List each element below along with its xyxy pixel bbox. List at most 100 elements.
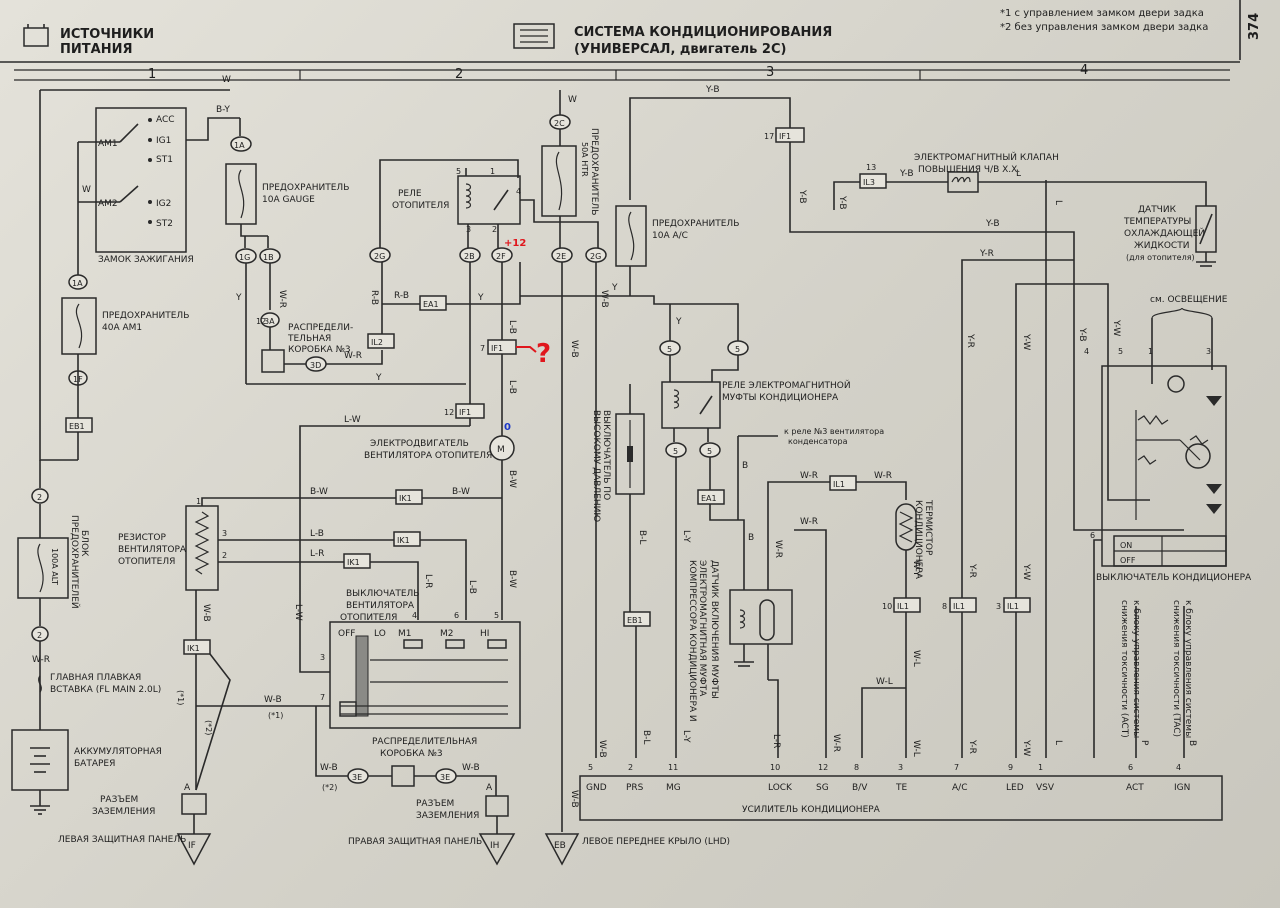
mag-clutch-label2: КОМПРЕССОРА КОНДИЦИОНЕРА И bbox=[687, 560, 697, 722]
wire-label-w1-1: (*1) bbox=[176, 690, 185, 705]
ground-ih bbox=[478, 833, 516, 866]
left-fender-label: ЛЕВОЕ ПЕРЕДНЕЕ КРЫЛО (LHD) bbox=[582, 837, 730, 847]
wire-label-wr-1: W-R bbox=[32, 655, 50, 665]
svg-text:3: 3 bbox=[222, 529, 227, 538]
ground-ih-label: IH bbox=[490, 841, 499, 851]
ground-if-label: IF bbox=[188, 841, 196, 851]
see-lighting-label: см. ОСВЕЩЕНИЕ bbox=[1150, 295, 1228, 305]
battery-label1: АККУМУЛЯТОРНАЯ bbox=[74, 747, 162, 757]
connector-ik1-c bbox=[343, 553, 371, 569]
fuse-ac-label1: ПРЕДОХРАНИТЕЛЬ bbox=[652, 219, 739, 229]
blower-switch-label3: ОТОПИТЕЛЯ bbox=[340, 613, 397, 623]
ac-relay-section: Y-B ПРЕДОХРАНИТЕЛЬ 10A A/C ВЫКЛЮЧАТЕЛЬ П… bbox=[591, 85, 907, 758]
connector-eb1-label: EB1 bbox=[69, 422, 85, 431]
wire-label-ly-1: L-Y bbox=[681, 530, 691, 543]
amplifier-pin-number: 6 bbox=[1128, 763, 1133, 772]
svg-text:8: 8 bbox=[942, 602, 947, 611]
wire-label-lb-1: L-B bbox=[507, 320, 517, 334]
mag-clutch-relay-label2: МУФТЫ КОНДИЦИОНЕРА bbox=[722, 393, 839, 403]
fuse-htr-label1: ПРЕДОХРАНИТЕЛЬ bbox=[589, 128, 599, 215]
amplifier-pin-number: 3 bbox=[898, 763, 903, 772]
connector-2c-label: 2C bbox=[554, 119, 565, 128]
header-main-title-line2: (УНИВЕРСАЛ, двигатель 2С) bbox=[574, 42, 786, 57]
connector-eb1-b bbox=[623, 611, 651, 627]
junction-box-3-small bbox=[261, 349, 285, 373]
wire-label-y-2: Y bbox=[375, 373, 382, 383]
pin-st2: ST2 bbox=[156, 219, 173, 229]
connector-il2-label: IL2 bbox=[371, 338, 383, 347]
amplifier-pin-name: TE bbox=[895, 783, 907, 793]
header-note1: *1 с управлением замком двери задка bbox=[1000, 8, 1204, 19]
wire-label-l-1: L bbox=[1053, 740, 1063, 745]
amplifier-pin-number: 2 bbox=[628, 763, 633, 772]
wire-label-wl-2: W-L bbox=[876, 677, 893, 687]
connector-il1-a-label: IL1 bbox=[833, 480, 845, 489]
blower-switch bbox=[329, 621, 521, 729]
act-unit-label1: к блоку управления системы bbox=[1131, 600, 1141, 738]
thermistor-section: ТЕРМИСТОР КОНДИЦИОНЕРА W-Y IL1 10 W-L W-… bbox=[861, 180, 1109, 758]
amplifier-pin-number: 9 bbox=[1008, 763, 1013, 772]
wire-label-w-htr: W bbox=[568, 95, 577, 105]
annotation-zero: 0 bbox=[504, 422, 511, 433]
wire-label-by: B-Y bbox=[216, 105, 230, 115]
connector-il3-label: IL3 bbox=[863, 178, 875, 187]
wire-label-yb-1: Y-B bbox=[705, 85, 720, 95]
column-3: 3 bbox=[766, 65, 774, 80]
pin-am1: AM1 bbox=[98, 139, 118, 149]
wire-label-lb-3: L-B bbox=[310, 529, 324, 539]
wire-label-w1-2: (*1) bbox=[268, 711, 283, 720]
svg-text:4: 4 bbox=[412, 611, 417, 620]
vsv-section: IF1 17 Y-B Y-B Y-B IL3 13 Y-B ЭЛЕКТРОМАГ… bbox=[764, 127, 1217, 330]
blower-switch-label2: ВЕНТИЛЯТОРА bbox=[346, 601, 415, 611]
connector-ea1-label: EA1 bbox=[423, 300, 439, 309]
wire-label-wr-8: W-R bbox=[831, 734, 841, 752]
connector-if1-a-label: IF1 bbox=[779, 132, 791, 141]
amplifier-pin-number: 4 bbox=[1176, 763, 1181, 772]
fuse-alt-label: 100A ALT bbox=[50, 548, 59, 585]
fuse-gauge bbox=[225, 163, 257, 225]
connector-il1-d-label: IL1 bbox=[1007, 602, 1019, 611]
jb3-bottom-label1: РАСПРЕДЕЛИТЕЛЬНАЯ bbox=[372, 737, 477, 747]
svg-text:17: 17 bbox=[764, 132, 774, 141]
ac-amplifier-label: УСИЛИТЕЛЬ КОНДИЦИОНЕРА bbox=[742, 805, 881, 815]
mag-clutch-label1: ЭЛЕКТРОМАГНИТНАЯ МУФТА bbox=[697, 560, 707, 697]
wire-label-yr-2: Y-R bbox=[979, 249, 994, 259]
wire-label-yr-3: Y-R bbox=[967, 563, 977, 578]
mag-clutch-relay-label1: РЕЛЕ ЭЛЕКТРОМАГНИТНОЙ bbox=[722, 379, 851, 391]
connector-5-c-label: 5 bbox=[673, 447, 678, 456]
pin-st1: ST1 bbox=[156, 155, 173, 165]
connector-5-d-label: 5 bbox=[707, 447, 712, 456]
connector-2g bbox=[369, 247, 391, 263]
wire-label-wb-1: W-B bbox=[569, 340, 579, 358]
amplifier-pin-name: LOCK bbox=[768, 783, 793, 793]
wire-label-bl-1: B-L bbox=[637, 530, 647, 544]
wire-label-w-top: W bbox=[222, 75, 231, 85]
ground-conn-right-label2: ЗАЗЕМЛЕНИЯ bbox=[416, 811, 479, 821]
fuse-block bbox=[17, 537, 69, 599]
amplifier-pin-name: MG bbox=[666, 783, 681, 793]
header-left-title-line1: ИСТОЧНИКИ bbox=[60, 27, 154, 42]
fusible-link-label1: ГЛАВНАЯ ПЛАВКАЯ bbox=[50, 673, 141, 683]
connector-2b-relay-label: 2B bbox=[464, 252, 475, 261]
heater-relay-label1: РЕЛЕ bbox=[398, 189, 422, 199]
wire-label-bl-2: B-L bbox=[641, 730, 651, 744]
amplifier-pin-name: IGN bbox=[1174, 783, 1190, 793]
amplifier-pin-name: B/V bbox=[852, 783, 868, 793]
connector-il1-c-label: IL1 bbox=[953, 602, 965, 611]
wire-label-wr-7: W-R bbox=[800, 517, 818, 527]
svg-text:12: 12 bbox=[256, 317, 266, 326]
blower-switch-section: ВЫКЛЮЧАТЕЛЬ ВЕНТИЛЯТОРА ОТОПИТЕЛЯ OFF LO… bbox=[315, 589, 730, 866]
ac-switch-on: ON bbox=[1120, 541, 1132, 550]
connector-ik1-d bbox=[183, 639, 211, 655]
pin-am2: AM2 bbox=[98, 199, 118, 209]
wire-label-wb-2: W-B bbox=[569, 790, 579, 808]
wire-label-lw-2: L-W bbox=[293, 604, 303, 621]
connector-2a-label: 2 bbox=[37, 493, 42, 502]
wire-label-yw-3: Y-W bbox=[1021, 739, 1031, 756]
ground-conn-left-label1: РАЗЪЕМ bbox=[100, 795, 138, 805]
wire-label-yw-2: Y-W bbox=[1021, 563, 1031, 580]
fuse-ac-label2: 10A A/C bbox=[652, 231, 688, 241]
wire-label-rb: R-B bbox=[369, 290, 379, 305]
